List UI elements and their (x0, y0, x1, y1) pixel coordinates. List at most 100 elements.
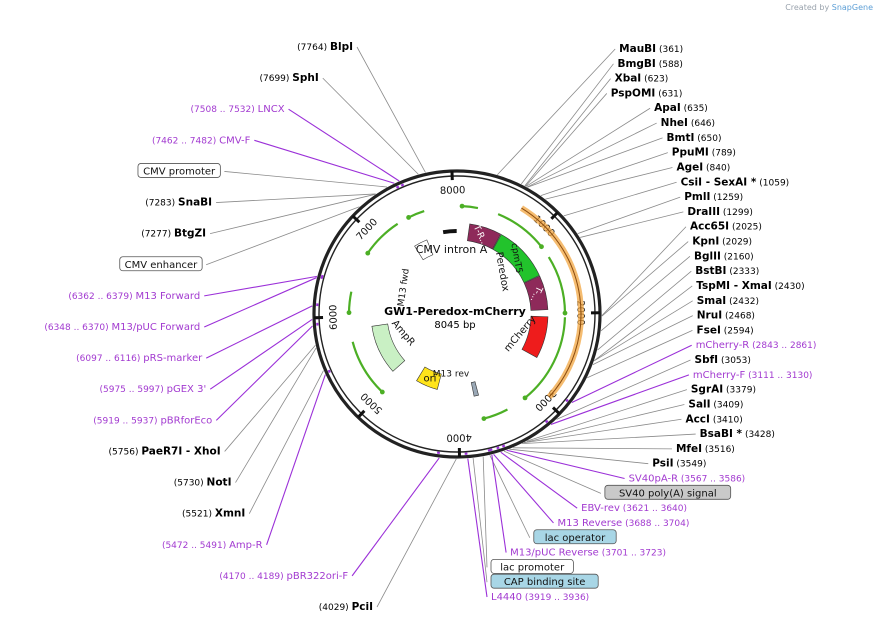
label-nhei[interactable]: NheI (646) (661, 117, 715, 129)
label-sali[interactable]: SalI (3409) (688, 398, 743, 410)
label-pbr322ori-f[interactable]: (4170 .. 4189) pBR322ori-F (219, 571, 348, 582)
label-m13-puc-reverse[interactable]: M13/pUC Reverse (3701 .. 3723) (510, 548, 666, 559)
leader-psii (509, 448, 649, 465)
label-pspomi[interactable]: PspOMI (631) (611, 87, 683, 99)
site-position: (7283) (145, 199, 175, 209)
label-blpi[interactable]: (7764) BlpI (297, 41, 353, 53)
site-position: (789) (712, 149, 736, 159)
label-mfei[interactable]: MfeI (3516) (676, 443, 735, 455)
label-text: NheI (646) (661, 117, 715, 129)
orf-arrowhead (522, 395, 528, 401)
label-acci[interactable]: AccI (3410) (685, 413, 742, 425)
site-name: PaeR7I - XhoI (141, 445, 220, 457)
label-ebv-rev[interactable]: EBV-rev (3621 .. 3640) (581, 503, 687, 514)
site-position: (5919 .. 5937) (93, 416, 157, 426)
label-paer7i-xhoi[interactable]: (5756) PaeR7I - XhoI (109, 445, 221, 457)
label-m13-forward[interactable]: (6362 .. 6379) M13 Forward (68, 291, 200, 302)
site-name: NotI (207, 477, 232, 489)
leader-lines (204, 46, 696, 608)
leader-mcherry-r (571, 344, 692, 404)
leader-sv40pa-r (506, 449, 625, 480)
label-apai[interactable]: ApaI (635) (654, 102, 708, 114)
label-xbai[interactable]: XbaI (623) (615, 73, 669, 85)
orf-arrowhead (562, 310, 568, 316)
site-name: SmaI (697, 295, 727, 307)
label-lac-promoter[interactable]: lac promoter (490, 558, 574, 574)
label-bmgbi[interactable]: BmgBI (588) (617, 58, 682, 70)
label-pbrforeco[interactable]: (5919 .. 5937) pBRforEco (93, 415, 212, 426)
site-position: (3111 .. 3130) (748, 371, 812, 381)
label-psii[interactable]: PsiI (3549) (652, 458, 706, 470)
label-mcherry-f[interactable]: mCherry-F (3111 .. 3130) (693, 370, 813, 381)
label-text: SalI (3409) (688, 398, 743, 410)
label-sgrai[interactable]: SgrAI (3379) (691, 384, 756, 396)
leader-apai (525, 107, 651, 187)
site-name: EBV-rev (581, 503, 620, 514)
orf-arrow (408, 210, 425, 219)
label-draiii[interactable]: DraIII (1299) (687, 206, 753, 218)
site-name: SalI (688, 398, 710, 410)
label-sv40-poly-a-signal[interactable]: SV40 poly(A) signal (604, 484, 732, 500)
label-cmv-f[interactable]: (7462 .. 7482) CMV-F (152, 135, 251, 146)
label-lncx[interactable]: (7508 .. 7532) LNCX (191, 104, 285, 115)
label-sbfi[interactable]: SbfI (3053) (695, 354, 751, 366)
orf-arrowhead (346, 310, 352, 316)
label-text: (7699) SphI (259, 72, 318, 84)
leader-pbr322ori-f (351, 457, 440, 577)
label-bsabi[interactable]: BsaBI * (3428) (700, 428, 775, 440)
label-agei[interactable]: AgeI (840) (676, 161, 730, 173)
site-position: (3053) (721, 356, 751, 366)
label-text: (7508 .. 7532) LNCX (191, 104, 285, 115)
label-pgex-3[interactable]: (5975 .. 5997) pGEX 3' (99, 384, 206, 395)
label-bglii[interactable]: BglII (2160) (694, 250, 754, 262)
label-kpni[interactable]: KpnI (2029) (692, 236, 752, 248)
site-position: (3701 .. 3723) (602, 549, 666, 559)
site-name: BmgBI (617, 58, 655, 70)
label-xmni[interactable]: (5521) XmnI (182, 508, 245, 520)
leader-sv40-poly-a-signal (503, 450, 602, 494)
label-m13-puc-forward[interactable]: (6348 .. 6370) M13/pUC Forward (44, 322, 200, 333)
label-btgzi[interactable]: (7277) BtgZI (141, 228, 206, 240)
tick-label: 8000 (440, 185, 466, 197)
label-cmv-enhancer[interactable]: CMV enhancer (119, 256, 203, 272)
leader-mcherry-f (550, 374, 690, 425)
label-bstbi[interactable]: BstBI (2333) (695, 265, 759, 277)
label-m13-reverse[interactable]: M13 Reverse (3688 .. 3704) (557, 518, 689, 529)
label-amp-r[interactable]: (5472 .. 5491) Amp-R (162, 540, 263, 551)
leader-nhei (526, 122, 657, 188)
label-lac-operator[interactable]: lac operator (533, 529, 617, 545)
label-tspmi-xmai[interactable]: TspMI - XmaI (2430) (696, 280, 804, 292)
label-mcherry-r[interactable]: mCherry-R (2843 .. 2861) (696, 340, 817, 351)
label-smai[interactable]: SmaI (2432) (697, 295, 759, 307)
plasmid-size: 8045 bp (434, 320, 475, 331)
label-acc65i[interactable]: Acc65I (2025) (690, 221, 762, 233)
label-text: (4170 .. 4189) pBR322ori-F (219, 571, 348, 582)
site-name: PspOMI (611, 87, 656, 99)
label-fsei[interactable]: FseI (2594) (696, 324, 753, 336)
leader-cmv-f (254, 139, 395, 184)
label-cap-binding-site[interactable]: CAP binding site (490, 573, 599, 589)
label-l4440[interactable]: L4440 (3919 .. 3936) (491, 592, 589, 603)
leader-fsei (587, 330, 693, 379)
label-bmti[interactable]: BmtI (650) (667, 132, 722, 144)
label-nrui[interactable]: NruI (2468) (697, 310, 755, 322)
label-maubi[interactable]: MauBI (361) (619, 43, 683, 55)
label-ppumi[interactable]: PpuMI (789) (672, 147, 736, 159)
site-position: (3688 .. 3704) (625, 519, 689, 529)
label-snabi[interactable]: (7283) SnaBI (145, 197, 212, 209)
label-pcii[interactable]: (4029) PciI (319, 601, 373, 613)
site-position: (5756) (109, 447, 139, 457)
label-pmli[interactable]: PmlI (1259) (684, 191, 743, 203)
label-text: L4440 (3919 .. 3936) (491, 592, 589, 603)
site-name: PmlI (684, 191, 710, 203)
label-sphi[interactable]: (7699) SphI (259, 72, 318, 84)
label-cmv-promoter[interactable]: CMV promoter (137, 163, 221, 178)
leader-mfei (512, 447, 672, 450)
label-sv40pa-r[interactable]: SV40pA-R (3567 .. 3586) (629, 474, 746, 485)
site-position: (646) (691, 119, 715, 129)
label-noti[interactable]: (5730) NotI (174, 477, 232, 489)
label-csii-sexai[interactable]: CsiI - SexAI * (1059) (681, 176, 790, 188)
label-prs-marker[interactable]: (6097 .. 6116) pRS-marker (76, 353, 203, 364)
label-text: FseI (2594) (696, 324, 753, 336)
feature-t-arrow (523, 275, 549, 311)
